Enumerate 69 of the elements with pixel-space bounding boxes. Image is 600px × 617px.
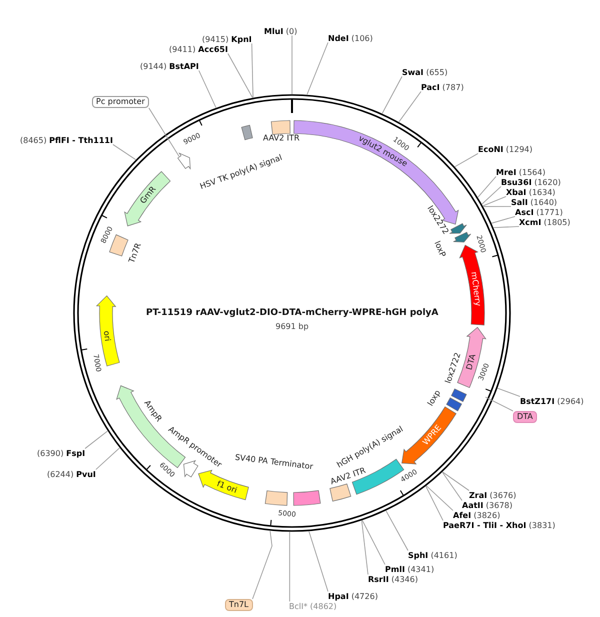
leader-line xyxy=(289,532,290,602)
feature-label: loxP xyxy=(432,239,448,258)
leader-line xyxy=(382,76,402,114)
leader-line xyxy=(493,226,520,228)
leader-line xyxy=(198,70,216,108)
leader-line xyxy=(84,430,108,449)
leader-line xyxy=(362,520,386,565)
feature-tag: Pc promoter xyxy=(92,96,149,108)
leader-line xyxy=(483,206,512,207)
feature-label: ori xyxy=(102,330,112,342)
leader-line xyxy=(478,176,496,198)
plasmid-name: PT-11519 rAAV-vglut2-DIO-DTA-mCherry-WPRE-hGH polyA xyxy=(146,308,438,318)
enzyme-site-label: (6390) FspI xyxy=(37,448,86,458)
enzyme-site-label: SalI (1640) xyxy=(511,198,558,206)
enzyme-site-label: AfeI (3826) xyxy=(453,510,500,520)
feature-label: f1 ori xyxy=(216,479,238,496)
enzyme-site-label: PaeR7I - TliI - XhoI (3831) xyxy=(443,520,556,530)
enzyme-site-label: (8465) PflFI - Tth111I xyxy=(20,136,113,144)
enzyme-site-label: (9144) BstAPI xyxy=(140,62,199,70)
enzyme-site-label: AscI (1771) xyxy=(515,208,563,216)
leader-line xyxy=(426,486,444,521)
feature-label: AAV2 ITR xyxy=(263,134,300,143)
feature-label: SV40 PA Terminator xyxy=(234,452,314,472)
enzyme-site-label: MluI (0) xyxy=(264,26,298,36)
enzyme-site-label: Bsu36I (1620) xyxy=(501,178,561,186)
leader-line xyxy=(442,472,462,501)
feature-label: Tn7R xyxy=(127,242,144,264)
enzyme-site-label: XbaI (1634) xyxy=(506,188,556,196)
feature-tag: DTA xyxy=(513,411,537,423)
leader-line xyxy=(497,388,520,397)
enzyme-site-label: ZraI (3676) xyxy=(469,490,516,500)
enzyme-site-label: PmlI (4341) xyxy=(385,564,434,574)
feature-label: DTA xyxy=(465,352,478,371)
leader-line xyxy=(148,108,180,157)
leader-line xyxy=(112,144,136,160)
leader-line xyxy=(485,396,514,412)
feature-label: mCherry xyxy=(470,272,484,308)
enzyme-site-label: PacI (787) xyxy=(421,82,464,92)
leader-line xyxy=(482,196,506,206)
enzyme-site-label: EcoNI (1294) xyxy=(478,144,533,154)
leader-line xyxy=(252,530,272,600)
enzyme-site-label: SwaI (655) xyxy=(402,68,448,76)
enzyme-site-label: (6244) PvuI xyxy=(47,470,96,478)
leader-line xyxy=(426,485,454,511)
enzyme-site-label: BclI* (4862) xyxy=(289,602,337,610)
enzyme-site-label: XcmI (1805) xyxy=(519,218,570,226)
leader-line xyxy=(308,530,328,592)
enzyme-site-label: (9411) Acc65I xyxy=(169,44,228,54)
leader-line xyxy=(386,510,408,551)
leader-line xyxy=(491,216,516,224)
leader-line xyxy=(251,43,254,98)
enzyme-site-label: MreI (1564) xyxy=(496,168,546,176)
enzyme-site-label: BstZ17I (2964) xyxy=(520,396,584,406)
enzyme-site-label: RsrII (4346) xyxy=(368,574,418,584)
enzyme-site-label: (9415) KpnI xyxy=(202,34,252,44)
leader-line xyxy=(442,472,470,491)
leader-line xyxy=(361,520,368,575)
leader-line xyxy=(306,42,328,95)
leader-line xyxy=(454,153,478,168)
leader-line xyxy=(482,186,502,204)
enzyme-site-label: AatII (3678) xyxy=(462,500,513,510)
enzyme-site-label: NdeI (106) xyxy=(328,34,373,42)
leader-line xyxy=(228,53,253,98)
enzyme-site-label: HpaI (4726) xyxy=(328,592,378,600)
enzyme-site-label: SphI (4161) xyxy=(408,550,458,560)
leader-line xyxy=(398,91,422,122)
feature-tag: Tn7L xyxy=(225,599,253,611)
plasmid-length: 9691 bp xyxy=(276,322,309,330)
leader-line xyxy=(96,448,120,470)
